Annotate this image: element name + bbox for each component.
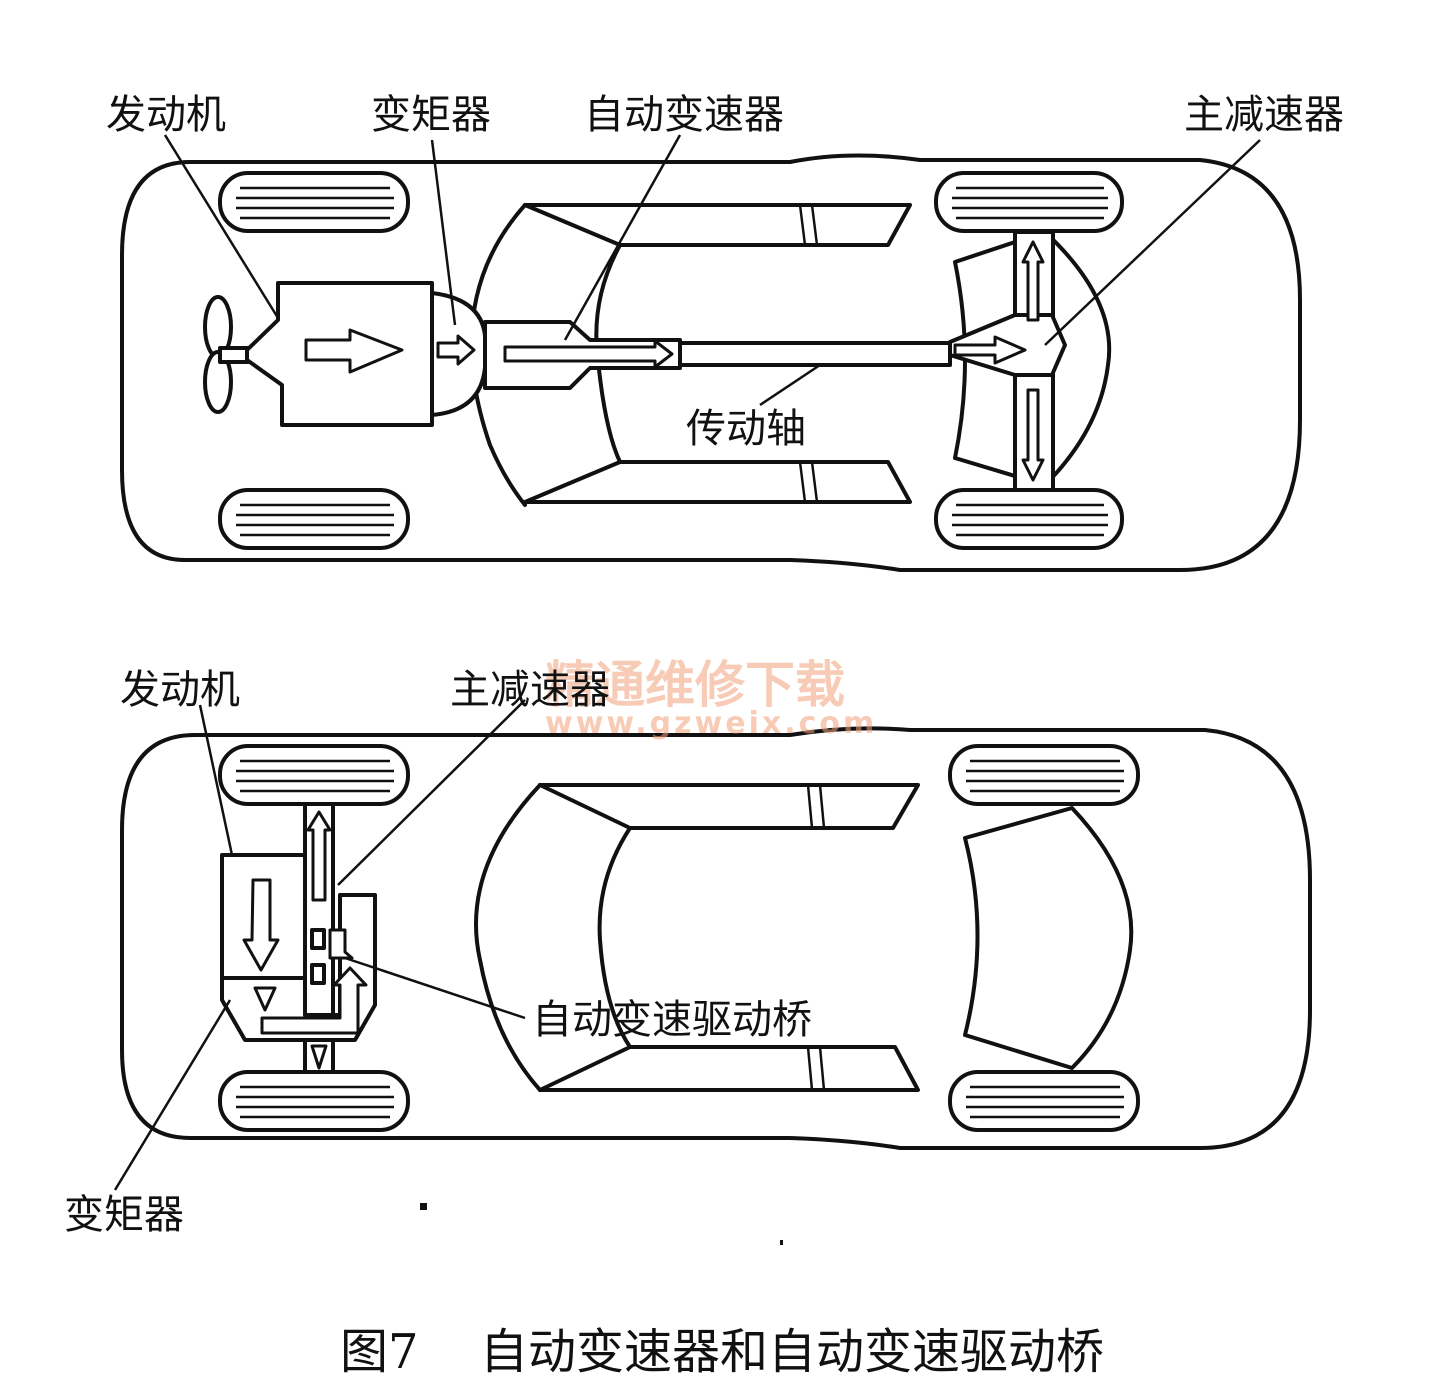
top-wheel-front-right <box>218 488 410 550</box>
top-label-final-drive: 主减速器 <box>1184 92 1344 138</box>
bottom-wheel-front-right <box>218 1070 410 1132</box>
top-engine-flow-arrow <box>304 328 404 374</box>
bottom-wheel-rear-right <box>948 1070 1140 1132</box>
top-label-drive-shaft: 传动轴 <box>686 406 806 452</box>
bottom-transaxle <box>220 802 377 1074</box>
top-label-torque-converter: 变矩器 <box>371 92 491 138</box>
top-wheel-rear-left <box>934 171 1124 233</box>
top-rear-axle <box>948 230 1067 492</box>
figure-caption: 图7 自动变速器和自动变速驱动桥 <box>340 1324 1104 1380</box>
top-car-diagram: 发动机 变矩器 自动变速器 主减速器 传动轴 <box>106 92 1344 572</box>
top-drive-shaft <box>678 341 952 367</box>
top-torque-converter-arrow <box>436 334 476 366</box>
bottom-label-transaxle: 自动变速驱动桥 <box>532 997 812 1043</box>
top-drive-flow-arrow <box>503 339 674 369</box>
watermark-url: www.gzweix.com <box>545 706 877 741</box>
bottom-wheel-rear-left <box>948 744 1140 806</box>
bottom-label-engine: 发动机 <box>120 667 240 713</box>
watermark: 精通维修下载 www.gzweix.com <box>545 656 877 741</box>
bottom-label-torque-converter: 变矩器 <box>64 1192 184 1238</box>
top-cooling-fan <box>203 295 250 414</box>
top-wheel-rear-right <box>934 488 1124 550</box>
bottom-wheel-front-left <box>218 744 410 806</box>
watermark-text: 精通维修下载 <box>545 656 845 714</box>
top-leader-lines <box>163 134 1261 407</box>
bottom-car-diagram: 精通维修下载 www.gzweix.com 发动机 主减速器 自动变速驱动桥 变… <box>64 656 1312 1238</box>
bottom-cabin <box>474 783 1134 1092</box>
bottom-car-body <box>120 726 1312 1150</box>
top-car-body <box>120 153 1302 572</box>
caption-title: 自动变速器和自动变速驱动桥 <box>480 1324 1104 1380</box>
scan-speck-small <box>780 1240 783 1245</box>
top-label-engine: 发动机 <box>106 92 226 138</box>
caption-figure-number: 图7 <box>340 1324 419 1380</box>
top-label-automatic-transmission: 自动变速器 <box>584 92 784 138</box>
bottom-label-final-drive: 主减速器 <box>450 667 610 713</box>
top-wheel-front-left <box>218 171 410 233</box>
scan-speck <box>420 1203 427 1210</box>
bottom-leader-lines <box>113 699 526 1191</box>
